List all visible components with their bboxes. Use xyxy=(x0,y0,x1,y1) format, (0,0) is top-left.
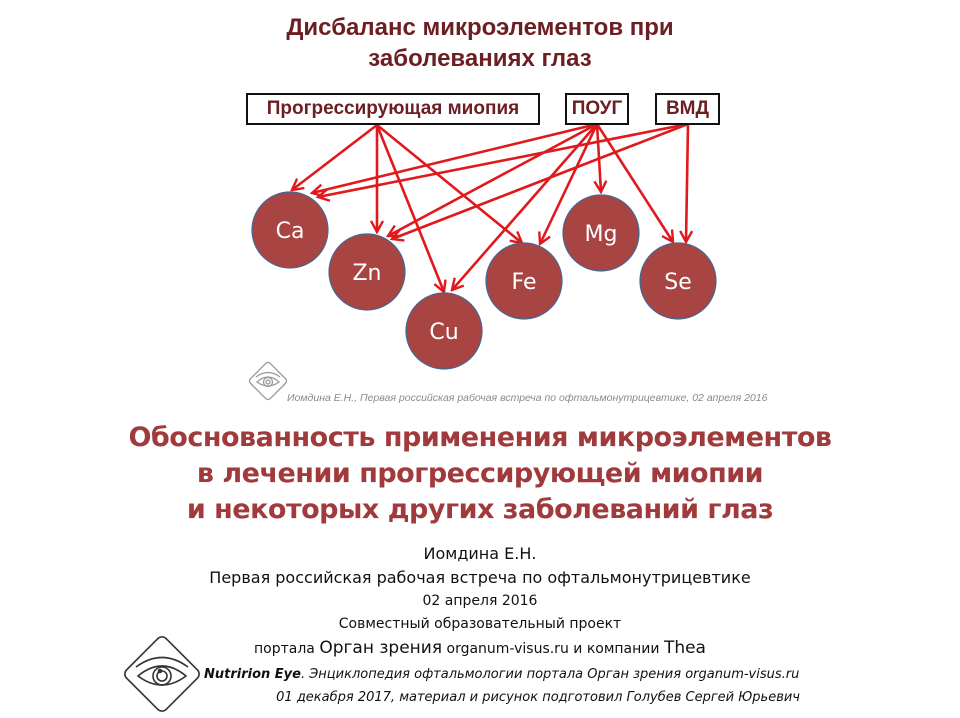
page-title: Обоснованность применения микроэлементов… xyxy=(0,420,960,528)
element-zn: Zn xyxy=(328,233,406,311)
element-circles: Ca Zn Cu Fe Mg Se xyxy=(251,191,717,370)
disease-box-myopia: Прогрессирующая миопия xyxy=(246,93,540,125)
arrow-vmd-zn xyxy=(392,122,689,239)
diagram-title-line2: заболеваниях глаз xyxy=(368,45,592,72)
element-se: Se xyxy=(639,242,717,320)
disease-label-poug: ПОУГ xyxy=(571,98,623,119)
disease-box-poug: ПОУГ xyxy=(565,93,629,125)
arrow-myopia-cu xyxy=(375,124,444,292)
arrow-myopia-ca xyxy=(292,123,378,190)
arrow-vmd-ca xyxy=(318,122,689,197)
svg-text:Ca: Ca xyxy=(276,219,305,244)
diagram-credit: Иомдина Е.Н., Первая российская рабочая … xyxy=(287,392,768,404)
project-label: Совместный образовательный проект xyxy=(338,616,622,632)
disease-label-myopia: Прогрессирующая миопия xyxy=(266,98,520,119)
arrows xyxy=(292,122,689,292)
page-title-line1: Обоснованность применения микроэлементов xyxy=(128,422,832,453)
svg-text:Se: Se xyxy=(664,270,692,295)
disease-label-vmd: ВМД xyxy=(665,98,710,119)
arrow-poug-ca xyxy=(312,122,598,193)
diagram-title: Дисбаланс микроэлементов при заболевания… xyxy=(0,12,960,74)
author: Иомдина Е.Н. xyxy=(423,544,537,563)
element-cu: Cu xyxy=(405,292,483,370)
footer-brand: Nutririon Eye xyxy=(204,667,301,682)
portal-name: Орган зрения xyxy=(319,638,443,658)
company-name: Thea xyxy=(663,638,706,658)
diagram-title-line1: Дисбаланс микроэлементов при xyxy=(286,14,674,41)
portal-line: портала Орган зрения organum-visus.ru и … xyxy=(0,638,960,658)
arrow-poug-se xyxy=(595,123,673,242)
svg-text:Zn: Zn xyxy=(352,261,381,286)
portal-mid: organum-visus.ru и компании xyxy=(446,641,660,657)
event-name: Первая российская рабочая встреча по офт… xyxy=(209,568,751,587)
element-mg: Mg xyxy=(562,194,640,272)
footer-line2: 01 декабря 2017, материал и рисунок подг… xyxy=(276,690,800,705)
footer-line1: Nutririon Eye. Энциклопедия офтальмологи… xyxy=(204,667,799,682)
svg-text:Mg: Mg xyxy=(585,222,618,247)
svg-text:Fe: Fe xyxy=(512,270,537,295)
arrow-vmd-se xyxy=(686,123,688,242)
eye-diamond-icon xyxy=(124,636,200,712)
element-ca: Ca xyxy=(251,191,329,269)
svg-text:Cu: Cu xyxy=(429,320,458,345)
page-title-line2: в лечении прогрессирующей миопии xyxy=(196,458,764,489)
diagram-canvas: Ca Zn Cu Fe Mg Se xyxy=(248,122,717,401)
element-fe: Fe xyxy=(485,242,563,320)
footer-line1-text: . Энциклопедия офтальмологии портала Орг… xyxy=(300,667,800,682)
event-date: 02 апреля 2016 xyxy=(422,593,538,609)
portal-prefix: портала xyxy=(254,641,315,657)
arrow-myopia-fe xyxy=(376,123,522,243)
arrow-poug-cu xyxy=(452,123,598,290)
eye-diamond-icon xyxy=(248,361,288,401)
page-title-line3: и некоторых других заболеваний глаз xyxy=(186,494,774,525)
disease-box-vmd: ВМД xyxy=(655,93,720,125)
arrow-poug-zn xyxy=(388,122,598,236)
